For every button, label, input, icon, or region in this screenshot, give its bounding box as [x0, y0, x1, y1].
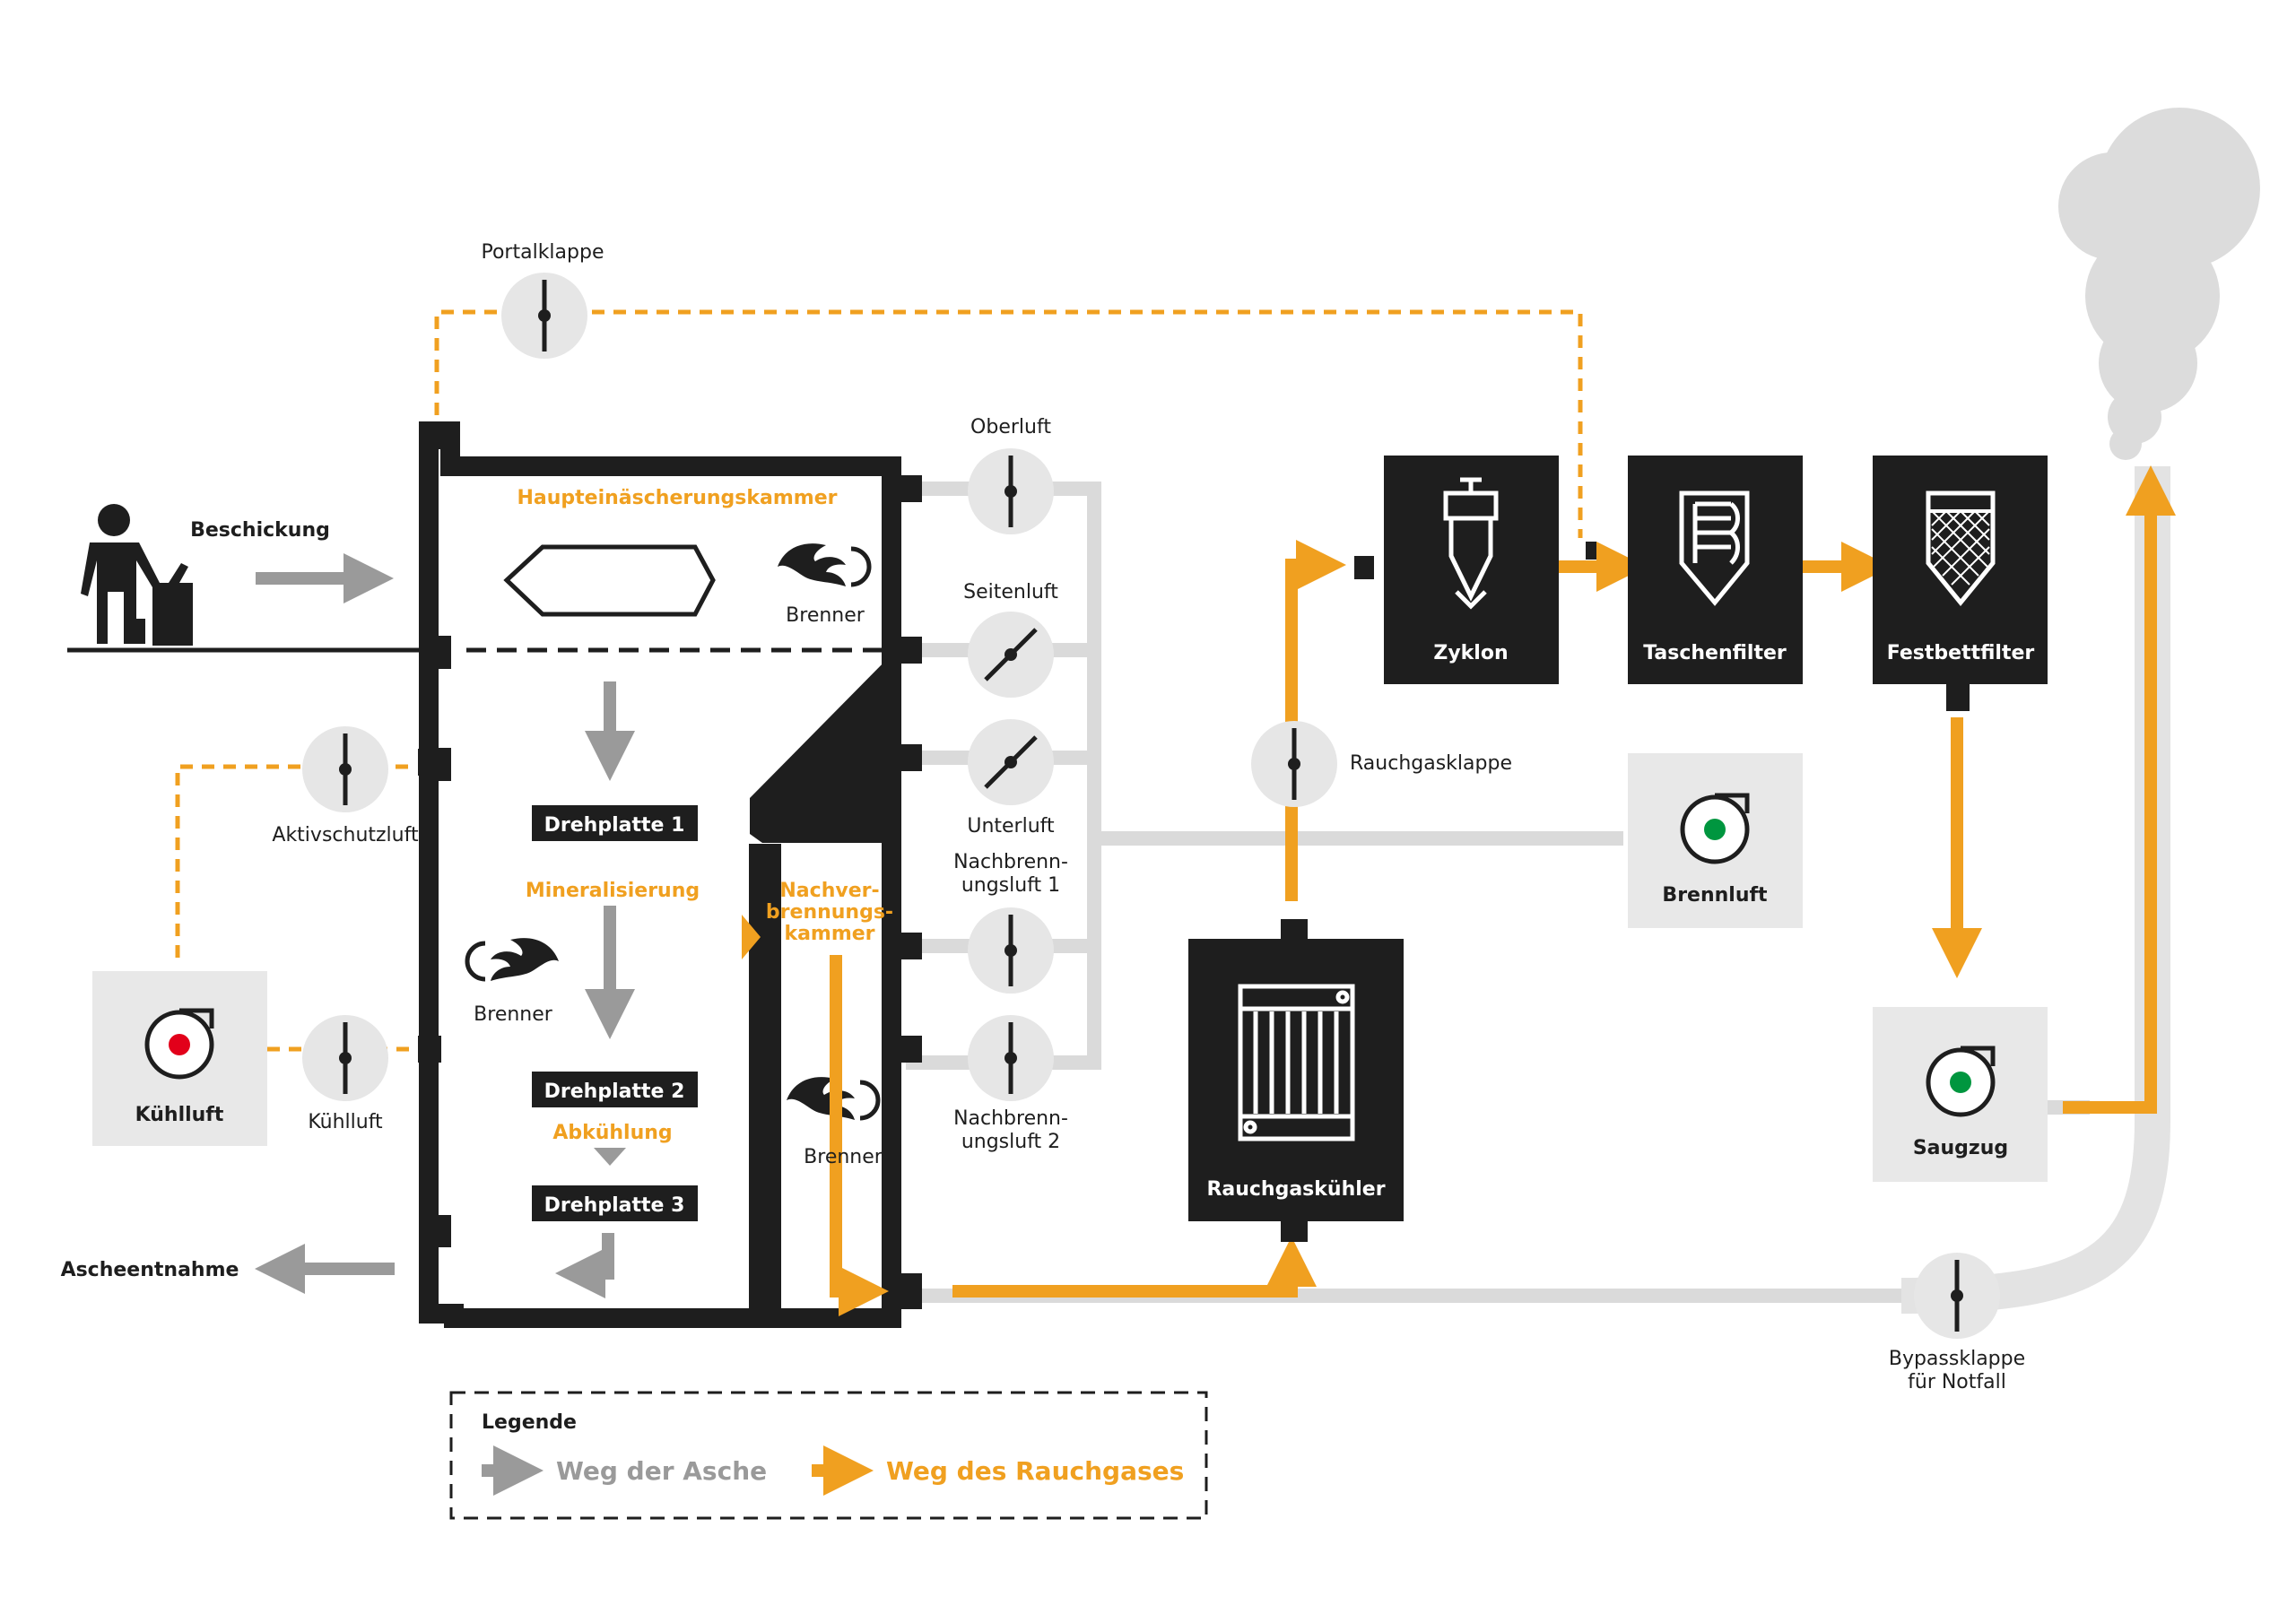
kuehlluft-box-label: Kühlluft	[135, 1104, 224, 1126]
gas-arrow-nachver	[830, 955, 889, 1316]
person-icon	[81, 504, 193, 646]
kuehlluft-fan-icon	[144, 1008, 214, 1080]
brenner-right-label: Brenner	[804, 1146, 883, 1168]
brennluft-label: Brennluft	[1662, 884, 1768, 907]
nachver-label-2: brennungs-	[766, 901, 893, 924]
brenner-left-label: Brenner	[474, 1003, 553, 1026]
gas-arrow-to-chimney	[2063, 465, 2176, 1114]
ascheentnahme-label: Ascheentnahme	[61, 1259, 239, 1281]
abkuehlung-arrow	[594, 1148, 626, 1166]
partition-wall	[750, 982, 768, 1318]
bypass-label-a: Bypassklappe	[1889, 1348, 2025, 1370]
haupt-label: Haupteinäscherungskammer	[517, 487, 838, 509]
sloped-wall	[750, 655, 891, 843]
rauchgasklappe-valve	[1251, 721, 1337, 807]
beschickung-label: Beschickung	[190, 519, 330, 542]
nach1-label-a: Nachbrenn-	[953, 851, 1068, 873]
saugzug-fan-icon	[1926, 1046, 1996, 1117]
nach1-label-b: ungsluft 1	[961, 874, 1060, 897]
taschenfilter-icon	[1679, 490, 1750, 606]
legend-ash-label: Weg der Asche	[556, 1456, 767, 1486]
bypassklappe-valve	[1914, 1253, 2000, 1339]
nachbrennungsluft-1-valve	[968, 907, 1054, 994]
rauchgaskuehler-icon	[1238, 984, 1355, 1141]
festbettfilter-icon	[1926, 490, 1996, 606]
rauchgaskuehler-label: Rauchgaskühler	[1206, 1178, 1385, 1201]
unterluft-label: Unterluft	[967, 815, 1055, 838]
drehplatte-2-box	[532, 1072, 698, 1107]
legend-title: Legende	[482, 1411, 577, 1434]
festbettfilter-label: Festbettfilter	[1887, 642, 2035, 664]
mineralisierung-label: Mineralisierung	[526, 880, 700, 902]
brennluft-fan-icon	[1680, 793, 1750, 864]
taschenfilter-label: Taschenfilter	[1643, 642, 1787, 664]
burner-top-icon	[778, 543, 872, 587]
drehplatte-3-label: Drehplatte 3	[544, 1194, 685, 1217]
smoke-cloud	[2058, 108, 2260, 460]
legend-border	[449, 1391, 1208, 1520]
saugzug-label: Saugzug	[1913, 1137, 2008, 1159]
portalklappe-label: Portalklappe	[481, 241, 604, 264]
brenner-top-label: Brenner	[786, 604, 865, 627]
seitenluft-label: Seitenluft	[963, 581, 1058, 603]
bypass-label-b: für Notfall	[1908, 1371, 2006, 1393]
zyklon-icon	[1443, 477, 1499, 610]
nachver-label-3: kammer	[784, 923, 874, 945]
nachbrennungsluft-2-valve	[968, 1015, 1054, 1101]
ash-arrow-3	[555, 1233, 614, 1298]
drehplatte-1-box	[532, 805, 698, 841]
zyklon-label: Zyklon	[1433, 642, 1508, 664]
unterluft-valve	[968, 719, 1054, 805]
kuehlluft-valve	[302, 1015, 388, 1101]
drehplatte-2-label: Drehplatte 2	[544, 1081, 685, 1103]
coffin-icon	[503, 544, 716, 617]
legend: Legende Weg der Asche Weg des Rauchgases	[449, 1391, 1208, 1520]
aktivschutzluft-label: Aktivschutzluft	[272, 824, 419, 846]
portalklappe-valve	[501, 273, 587, 359]
kuehlluft-valve-label: Kühlluft	[308, 1111, 383, 1133]
nachver-inlet-arrow	[742, 915, 761, 959]
rauchgasklappe-label: Rauchgasklappe	[1350, 752, 1512, 775]
burner-left-icon	[465, 938, 559, 982]
seitenluft-valve	[968, 612, 1054, 698]
nachver-label-1: Nachver-	[779, 880, 879, 902]
aktivschutzluft-valve	[302, 726, 388, 812]
nach2-label-b: ungsluft 2	[961, 1131, 1060, 1153]
drehplatte-1-label: Drehplatte 1	[544, 814, 685, 837]
portalklappe-dashed-line	[434, 309, 1583, 538]
gas-arrow-to-kuehler	[952, 1237, 1317, 1298]
flue-gas-path	[830, 465, 2176, 1316]
legend-gas-label: Weg des Rauchgases	[886, 1456, 1184, 1486]
furnace	[418, 421, 922, 1328]
nach2-label-a: Nachbrenn-	[953, 1107, 1068, 1130]
oberluft-valve	[968, 448, 1054, 534]
ash-arrows	[255, 553, 635, 1298]
drehplatte-3-box	[532, 1185, 698, 1221]
oberluft-label: Oberluft	[970, 416, 1051, 438]
valves	[302, 273, 2000, 1339]
abkuehlung-label: Abkühlung	[552, 1122, 672, 1144]
